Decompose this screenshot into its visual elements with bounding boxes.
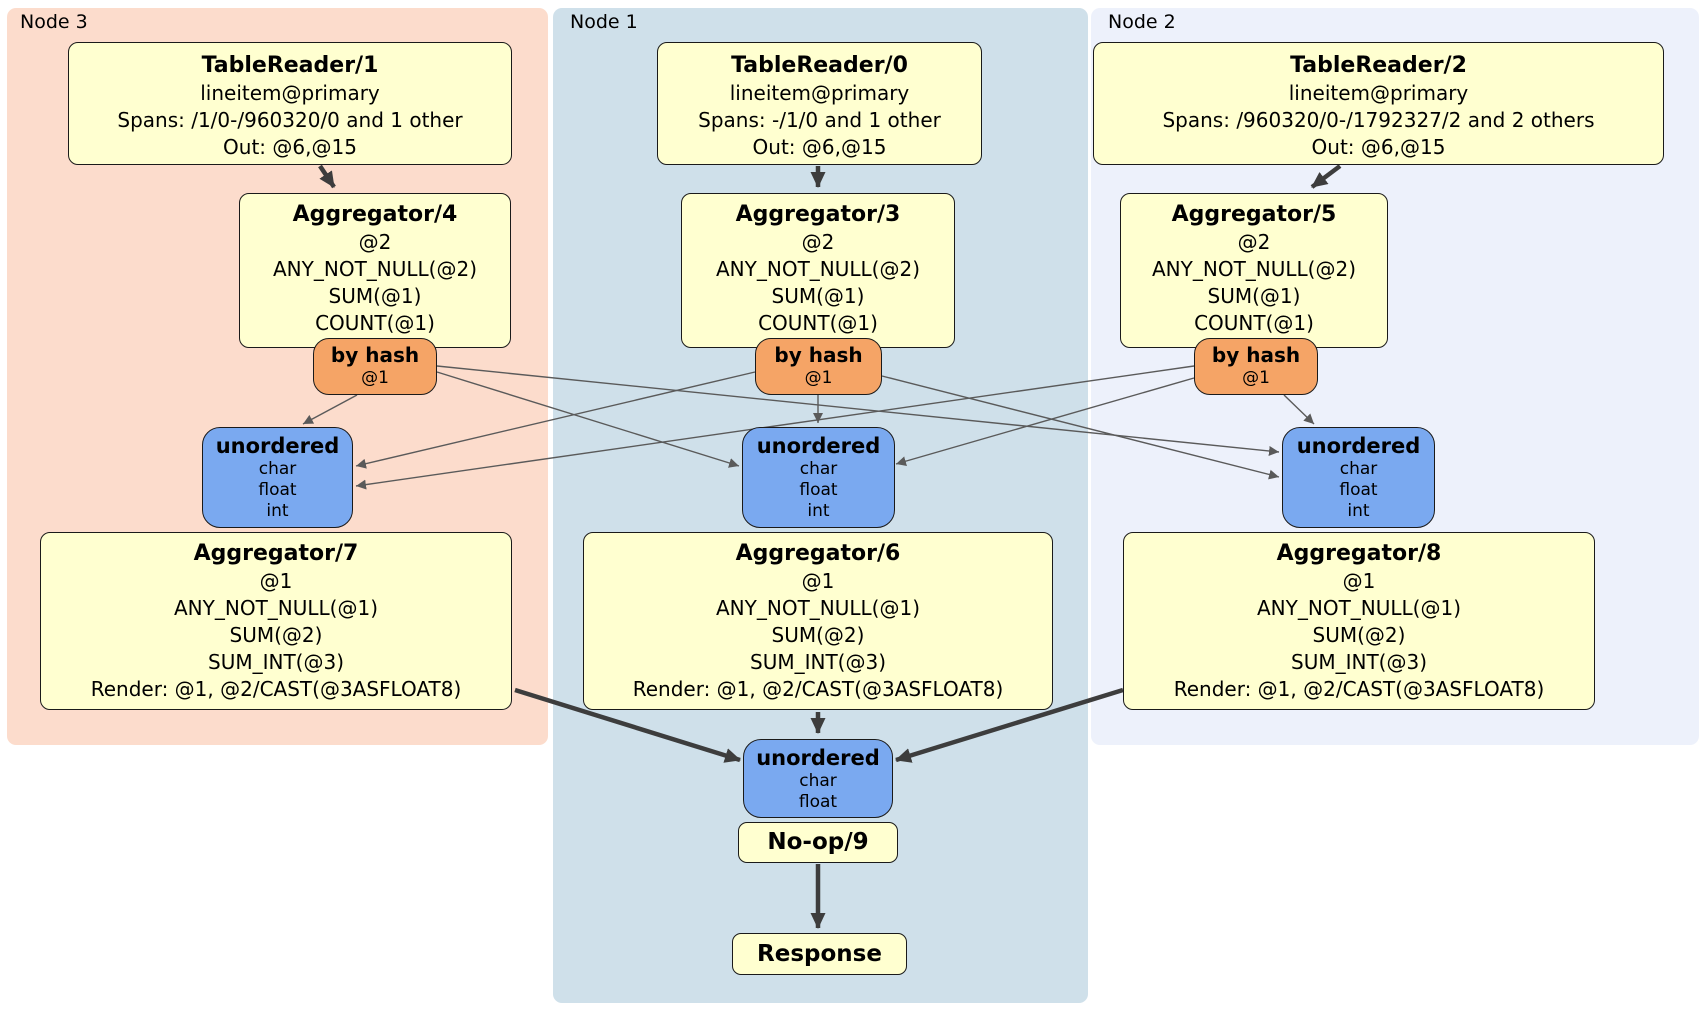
sync-column: float — [1339, 480, 1378, 500]
box-title: Aggregator/6 — [735, 541, 901, 566]
region-label-node1: Node 1 — [570, 11, 638, 33]
box-line: @1 — [1342, 569, 1376, 593]
box-line: ANY_NOT_NULL(@2) — [1152, 257, 1356, 281]
box-line: COUNT(@1) — [1194, 311, 1314, 335]
box-line: Render: @1, @2/CAST(@3ASFLOAT8) — [1173, 677, 1545, 701]
box-aggregator-7: Aggregator/7 @1 ANY_NOT_NULL(@1) SUM(@2)… — [40, 532, 512, 710]
box-line: @1 — [259, 569, 293, 593]
sync-title: unordered — [215, 434, 340, 458]
sync-title: unordered — [1296, 434, 1421, 458]
box-title: Aggregator/4 — [292, 202, 458, 227]
box-line: SUM(@1) — [328, 284, 422, 308]
box-title: No-op/9 — [767, 829, 869, 855]
box-title: Aggregator/5 — [1171, 202, 1337, 227]
box-line: SUM_INT(@3) — [1291, 650, 1427, 674]
box-aggregator-6: Aggregator/6 @1 ANY_NOT_NULL(@1) SUM(@2)… — [583, 532, 1053, 710]
router-columns: @1 — [361, 368, 389, 388]
box-line: COUNT(@1) — [758, 311, 878, 335]
box-line: SUM_INT(@3) — [750, 650, 886, 674]
router-title: by hash — [1211, 343, 1301, 367]
box-line: lineitem@primary — [200, 81, 380, 105]
sync-title: unordered — [756, 746, 880, 770]
box-line: ANY_NOT_NULL(@1) — [174, 596, 378, 620]
sync-column: int — [266, 501, 289, 521]
router-by-hash-node1: by hash @1 — [755, 338, 882, 395]
router-title: by hash — [330, 343, 420, 367]
box-line: @2 — [801, 230, 835, 254]
box-aggregator-5: Aggregator/5 @2 ANY_NOT_NULL(@2) SUM(@1)… — [1120, 193, 1388, 348]
box-line: ANY_NOT_NULL(@2) — [716, 257, 920, 281]
box-line: SUM(@2) — [771, 623, 865, 647]
box-line: ANY_NOT_NULL(@2) — [273, 257, 477, 281]
box-line: Render: @1, @2/CAST(@3ASFLOAT8) — [90, 677, 462, 701]
box-aggregator-3: Aggregator/3 @2 ANY_NOT_NULL(@2) SUM(@1)… — [681, 193, 955, 348]
box-line: Out: @6,@15 — [752, 135, 887, 159]
sync-unordered-node1: unordered char float int — [742, 427, 895, 528]
box-aggregator-4: Aggregator/4 @2 ANY_NOT_NULL(@2) SUM(@1)… — [239, 193, 511, 348]
box-line: ANY_NOT_NULL(@1) — [716, 596, 920, 620]
box-line: Render: @1, @2/CAST(@3ASFLOAT8) — [632, 677, 1004, 701]
sync-column: char — [258, 459, 297, 479]
box-noop-9: No-op/9 — [738, 822, 898, 863]
box-tablereader-2: TableReader/2 lineitem@primary Spans: /9… — [1093, 42, 1664, 165]
box-line: SUM(@2) — [1312, 623, 1406, 647]
box-title: Aggregator/3 — [735, 202, 901, 227]
box-line: Out: @6,@15 — [1311, 135, 1446, 159]
box-aggregator-8: Aggregator/8 @1 ANY_NOT_NULL(@1) SUM(@2)… — [1123, 532, 1595, 710]
box-title: Aggregator/8 — [1276, 541, 1442, 566]
box-line: SUM_INT(@3) — [208, 650, 344, 674]
sync-column: int — [1347, 501, 1370, 521]
router-columns: @1 — [1242, 368, 1270, 388]
box-line: lineitem@primary — [1288, 81, 1469, 105]
sync-unordered-final: unordered char float — [743, 739, 893, 818]
box-line: @1 — [801, 569, 835, 593]
sync-column: float — [798, 792, 838, 812]
box-line: COUNT(@1) — [315, 311, 435, 335]
box-line: SUM(@1) — [1207, 284, 1301, 308]
box-line: @2 — [1237, 230, 1271, 254]
sync-column: char — [799, 459, 838, 479]
box-line: Out: @6,@15 — [223, 135, 357, 159]
sync-column: float — [258, 480, 297, 500]
sync-column: float — [799, 480, 838, 500]
router-columns: @1 — [804, 368, 833, 388]
sync-title: unordered — [756, 434, 881, 458]
box-tablereader-0: TableReader/0 lineitem@primary Spans: -/… — [657, 42, 982, 165]
router-by-hash-node2: by hash @1 — [1194, 338, 1318, 395]
box-title: TableReader/0 — [731, 53, 908, 78]
sync-column: char — [1339, 459, 1378, 479]
router-by-hash-node3: by hash @1 — [313, 338, 437, 395]
box-line: ANY_NOT_NULL(@1) — [1257, 596, 1461, 620]
sync-column: int — [807, 501, 830, 521]
box-response: Response — [732, 933, 907, 975]
box-line: Spans: -/1/0 and 1 other — [698, 108, 941, 132]
box-line: Spans: /1/0-/960320/0 and 1 other — [117, 108, 463, 132]
box-title: TableReader/2 — [1290, 53, 1467, 78]
router-title: by hash — [774, 343, 863, 367]
box-tablereader-1: TableReader/1 lineitem@primary Spans: /1… — [68, 42, 512, 165]
sync-unordered-node3: unordered char float int — [202, 427, 353, 528]
box-title: TableReader/1 — [201, 53, 379, 78]
box-line: SUM(@2) — [229, 623, 323, 647]
region-label-node2: Node 2 — [1108, 11, 1176, 33]
box-line: lineitem@primary — [729, 81, 910, 105]
box-line: Spans: /960320/0-/1792327/2 and 2 others — [1162, 108, 1595, 132]
sync-unordered-node2: unordered char float int — [1282, 427, 1435, 528]
box-title: Response — [757, 941, 882, 967]
region-label-node3: Node 3 — [20, 11, 88, 33]
sync-column: char — [799, 771, 837, 791]
box-line: SUM(@1) — [771, 284, 865, 308]
box-line: @2 — [358, 230, 392, 254]
box-title: Aggregator/7 — [193, 541, 359, 566]
